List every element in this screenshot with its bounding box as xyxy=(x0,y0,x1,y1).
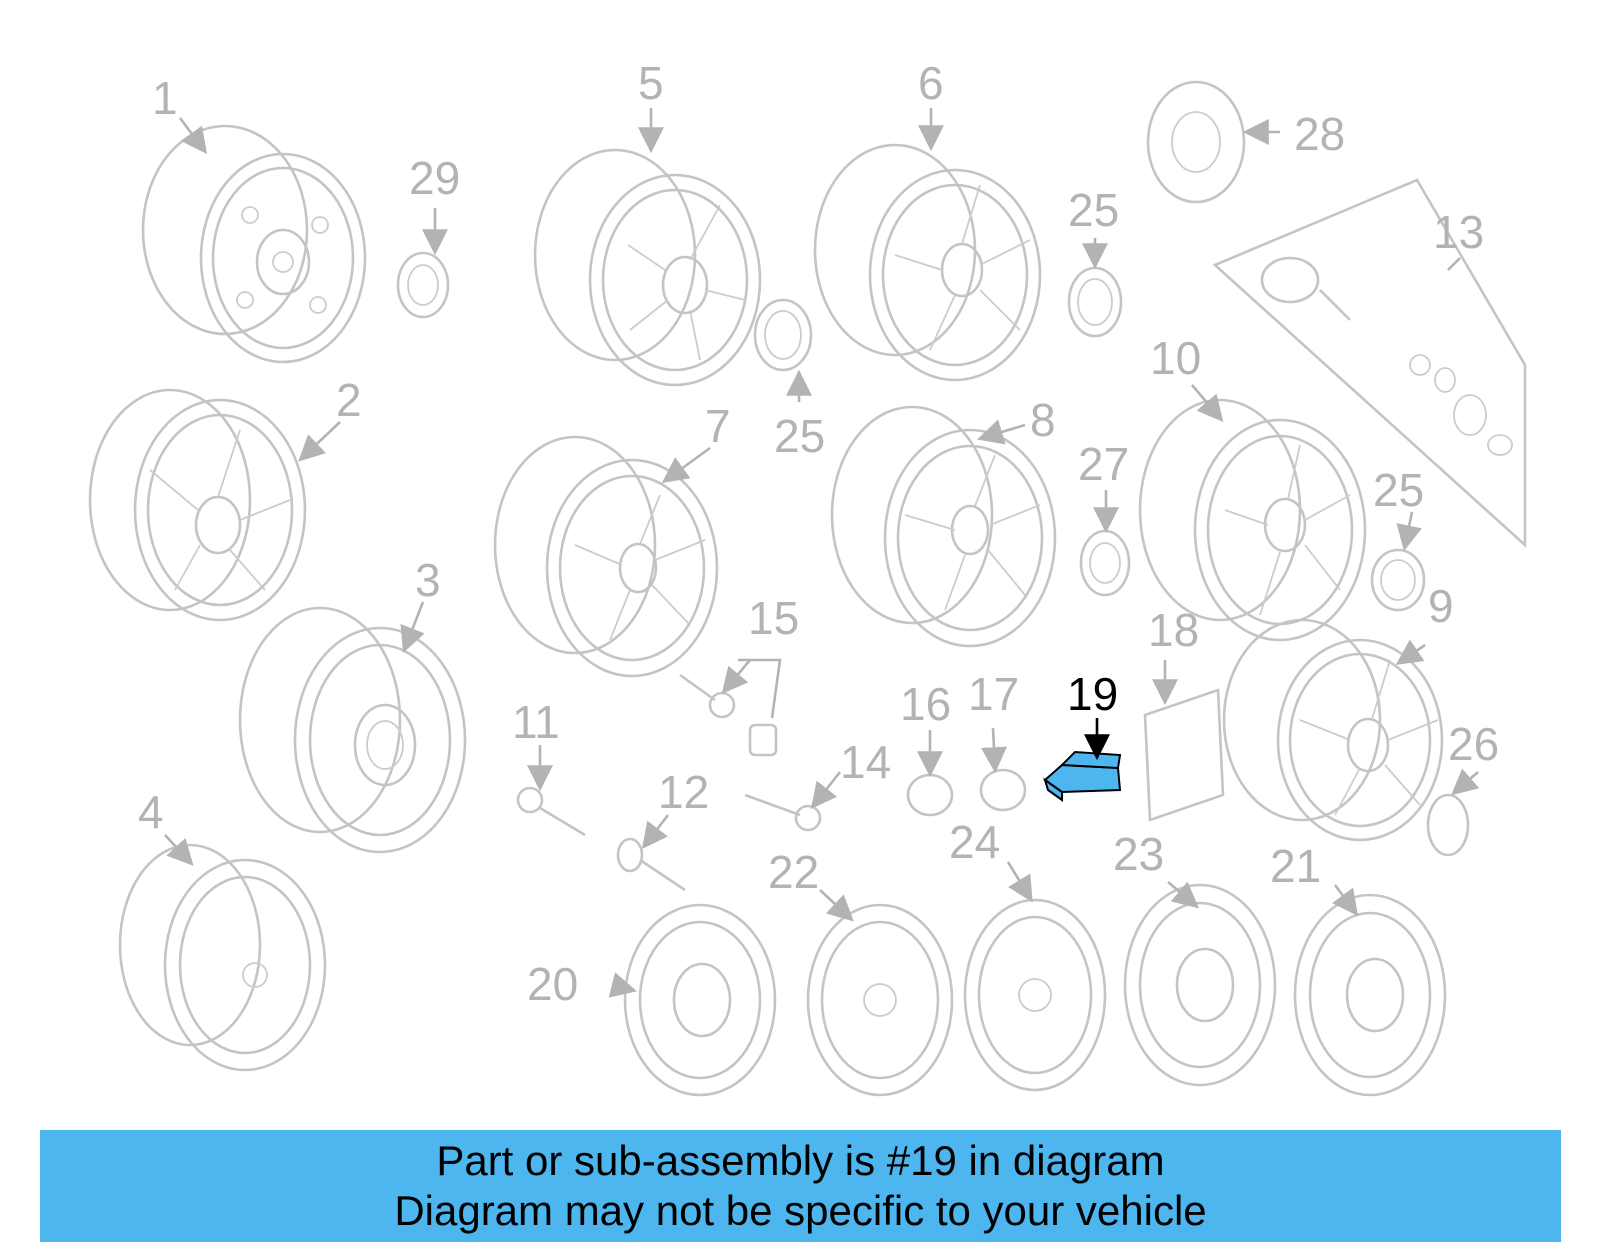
wheel-8[interactable] xyxy=(830,405,1057,648)
callout-13: 13 xyxy=(1433,206,1484,258)
wheel-cover-20[interactable] xyxy=(623,903,777,1097)
callout-5: 5 xyxy=(638,57,664,109)
bolt-14[interactable] xyxy=(744,793,822,832)
callout-27: 27 xyxy=(1078,438,1129,490)
center-cap-25-right[interactable] xyxy=(1370,548,1426,612)
callout-19-highlighted: 19 xyxy=(1067,668,1118,720)
callout-4: 4 xyxy=(138,786,164,838)
callout-22: 22 xyxy=(768,846,819,898)
callout-1: 1 xyxy=(152,72,178,124)
wheel-cover-24[interactable] xyxy=(963,898,1107,1092)
callout-29: 29 xyxy=(409,152,460,204)
callout-6: 6 xyxy=(918,57,944,109)
wheel-7[interactable] xyxy=(493,435,719,678)
callout-8: 8 xyxy=(1030,394,1056,446)
wheel-1[interactable] xyxy=(141,124,367,364)
wheel-cover-21[interactable] xyxy=(1293,893,1447,1097)
callout-7: 7 xyxy=(705,400,731,452)
callout-17: 17 xyxy=(968,668,1019,720)
label-18[interactable] xyxy=(1143,688,1225,822)
wheel-6[interactable] xyxy=(813,143,1042,382)
center-cap-25-middle[interactable] xyxy=(1067,266,1123,338)
tpms-sensor-kit-13[interactable] xyxy=(1212,178,1527,548)
hub-cap-28[interactable] xyxy=(1146,80,1246,204)
nut-16[interactable] xyxy=(906,773,954,817)
wheel-cover-22[interactable] xyxy=(806,903,954,1097)
callout-10: 10 xyxy=(1150,332,1201,384)
callout-24: 24 xyxy=(949,816,1000,868)
callout-11: 11 xyxy=(512,696,560,748)
callout-18: 18 xyxy=(1148,604,1199,656)
callout-3: 3 xyxy=(415,554,441,606)
callout-28: 28 xyxy=(1294,108,1345,160)
callout-21: 21 xyxy=(1270,840,1321,892)
wheel-5[interactable] xyxy=(533,148,762,387)
cap-17[interactable] xyxy=(979,768,1027,812)
callout-16: 16 xyxy=(900,678,951,730)
banner-line-2: Diagram may not be specific to your vehi… xyxy=(394,1187,1207,1234)
wheel-10[interactable] xyxy=(1138,398,1367,642)
valve-stem-12[interactable] xyxy=(616,837,686,892)
center-cap-29[interactable] xyxy=(396,251,450,319)
center-cap-27[interactable] xyxy=(1079,529,1131,597)
wheel-2[interactable] xyxy=(88,388,307,622)
callout-15: 15 xyxy=(748,592,799,644)
callout-labels: 1 2 3 4 5 6 7 8 9 10 11 12 13 14 15 16 1… xyxy=(138,57,1499,1010)
wheel-3[interactable] xyxy=(238,606,467,854)
callout-12: 12 xyxy=(658,766,709,818)
center-cap-25-left[interactable] xyxy=(753,298,813,372)
callout-23: 23 xyxy=(1113,828,1164,880)
callout-26: 26 xyxy=(1448,718,1499,770)
callout-9: 9 xyxy=(1428,580,1454,632)
banner-line-1: Part or sub-assembly is #19 in diagram xyxy=(436,1137,1165,1184)
parts-diagram: 1 2 3 4 5 6 7 8 9 10 11 12 13 14 15 16 1… xyxy=(88,57,1527,1097)
leader-lines xyxy=(164,108,1480,998)
callout-25-middle: 25 xyxy=(1068,184,1119,236)
callout-14: 14 xyxy=(840,736,891,788)
highlighted-part-19[interactable] xyxy=(1043,750,1122,802)
callout-2: 2 xyxy=(336,374,362,426)
wheel-9[interactable] xyxy=(1222,618,1444,842)
callout-20: 20 xyxy=(527,958,578,1010)
bolt-11[interactable] xyxy=(516,786,586,837)
wheel-4[interactable] xyxy=(118,843,327,1072)
center-cap-26[interactable] xyxy=(1426,793,1470,857)
callout-25-right: 25 xyxy=(1373,464,1424,516)
info-banner: Part or sub-assembly is #19 in diagram D… xyxy=(40,1130,1561,1242)
callout-25-left: 25 xyxy=(774,410,825,462)
wheel-cover-23[interactable] xyxy=(1123,883,1277,1087)
